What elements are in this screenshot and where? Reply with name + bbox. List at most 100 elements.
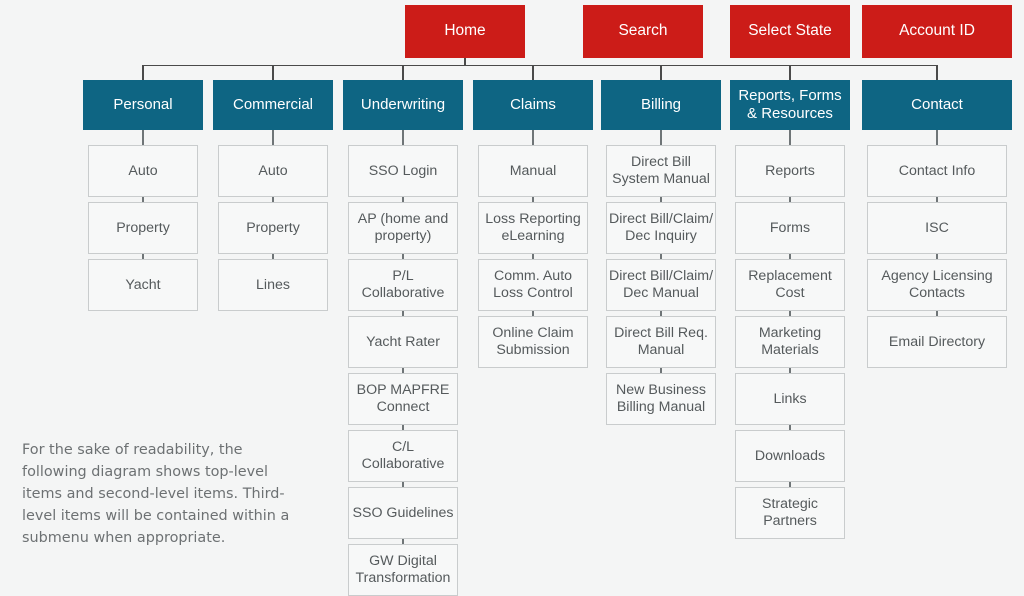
leaf-label: Strategic Partners — [762, 496, 818, 529]
connector-leaf-5-4 — [789, 368, 791, 373]
category-label: Billing — [640, 96, 682, 114]
connector-leaf-4-3 — [660, 311, 662, 316]
category-label: Personal — [113, 96, 173, 114]
leaf-box-2-1[interactable]: AP (home and property) — [348, 202, 458, 254]
leaf-label: Forms — [769, 219, 811, 236]
leaf-label: New Business Billing Manual — [616, 382, 706, 415]
connector-leaf-5-5 — [789, 425, 791, 430]
leaf-box-2-6[interactable]: SSO Guidelines — [348, 487, 458, 539]
connector-leaf-4-4 — [660, 368, 662, 373]
top-level-box-0[interactable]: Home — [405, 5, 525, 58]
leaf-box-3-0[interactable]: Manual — [478, 145, 588, 197]
leaf-label: Auto — [258, 162, 288, 179]
connector-leaf-5-2 — [789, 254, 791, 259]
leaf-box-3-1[interactable]: Loss Reporting eLearning — [478, 202, 588, 254]
leaf-label: Direct Bill/Claim/ Dec Manual — [608, 268, 714, 301]
connector-bus-to-category-5 — [789, 65, 791, 80]
leaf-box-2-3[interactable]: Yacht Rater — [348, 316, 458, 368]
top-level-box-2[interactable]: Select State — [730, 5, 850, 58]
connector-leaf-2-0 — [402, 130, 404, 145]
leaf-box-0-0[interactable]: Auto — [88, 145, 198, 197]
category-box-4[interactable]: Billing — [601, 80, 721, 130]
leaf-label: Comm. Auto Loss Control — [493, 268, 573, 301]
leaf-box-6-3[interactable]: Email Directory — [867, 316, 1007, 368]
leaf-label: Yacht — [125, 276, 161, 293]
leaf-box-4-4[interactable]: New Business Billing Manual — [606, 373, 716, 425]
leaf-box-2-7[interactable]: GW Digital Transformation — [348, 544, 458, 596]
leaf-label: Downloads — [754, 447, 826, 464]
connector-leaf-6-2 — [936, 254, 938, 259]
connector-leaf-2-4 — [402, 368, 404, 373]
leaf-box-5-6[interactable]: Strategic Partners — [735, 487, 845, 539]
leaf-label: Manual — [509, 162, 557, 179]
leaf-box-4-0[interactable]: Direct Bill System Manual — [606, 145, 716, 197]
leaf-box-1-2[interactable]: Lines — [218, 259, 328, 311]
connector-leaf-3-3 — [532, 311, 534, 316]
leaf-box-6-2[interactable]: Agency Licensing Contacts — [867, 259, 1007, 311]
category-box-6[interactable]: Contact — [862, 80, 1012, 130]
leaf-label: Direct Bill System Manual — [612, 154, 710, 187]
connector-bus-to-category-4 — [660, 65, 662, 80]
connector-leaf-2-5 — [402, 425, 404, 430]
connector-leaf-6-3 — [936, 311, 938, 316]
leaf-box-4-2[interactable]: Direct Bill/Claim/ Dec Manual — [606, 259, 716, 311]
leaf-box-5-3[interactable]: Marketing Materials — [735, 316, 845, 368]
top-level-label: Account ID — [899, 22, 975, 40]
connector-leaf-0-2 — [142, 254, 144, 259]
leaf-label: P/L Collaborative — [361, 268, 445, 301]
leaf-label: GW Digital Transformation — [355, 553, 451, 586]
leaf-label: Email Directory — [888, 333, 986, 350]
category-box-5[interactable]: Reports, Forms & Resources — [730, 80, 850, 130]
leaf-box-2-0[interactable]: SSO Login — [348, 145, 458, 197]
leaf-box-4-3[interactable]: Direct Bill Req. Manual — [606, 316, 716, 368]
connector-leaf-3-0 — [532, 130, 534, 145]
leaf-label: SSO Guidelines — [352, 504, 454, 521]
leaf-box-2-5[interactable]: C/L Collaborative — [348, 430, 458, 482]
category-box-3[interactable]: Claims — [473, 80, 593, 130]
connector-leaf-4-0 — [660, 130, 662, 145]
leaf-label: Property — [246, 219, 300, 236]
top-level-box-3[interactable]: Account ID — [862, 5, 1012, 58]
top-level-label: Search — [618, 22, 668, 40]
connector-leaf-5-1 — [789, 197, 791, 202]
leaf-box-6-0[interactable]: Contact Info — [867, 145, 1007, 197]
leaf-box-2-2[interactable]: P/L Collaborative — [348, 259, 458, 311]
category-label: Reports, Forms & Resources — [738, 87, 842, 122]
connector-leaf-5-0 — [789, 130, 791, 145]
connector-leaf-2-6 — [402, 482, 404, 487]
leaf-box-5-1[interactable]: Forms — [735, 202, 845, 254]
connector-leaf-1-0 — [272, 130, 274, 145]
leaf-label: AP (home and property) — [357, 211, 449, 244]
category-label: Claims — [510, 96, 556, 114]
leaf-label: Links — [773, 390, 807, 407]
leaf-box-2-4[interactable]: BOP MAPFRE Connect — [348, 373, 458, 425]
leaf-box-0-1[interactable]: Property — [88, 202, 198, 254]
leaf-box-4-1[interactable]: Direct Bill/Claim/ Dec Inquiry — [606, 202, 716, 254]
category-box-1[interactable]: Commercial — [213, 80, 333, 130]
category-box-2[interactable]: Underwriting — [343, 80, 463, 130]
connector-leaf-2-1 — [402, 197, 404, 202]
connector-leaf-6-1 — [936, 197, 938, 202]
connector-leaf-2-2 — [402, 254, 404, 259]
leaf-box-5-0[interactable]: Reports — [735, 145, 845, 197]
leaf-box-0-2[interactable]: Yacht — [88, 259, 198, 311]
connector-leaf-5-6 — [789, 482, 791, 487]
leaf-box-6-1[interactable]: ISC — [867, 202, 1007, 254]
category-label: Contact — [911, 96, 963, 114]
leaf-box-5-5[interactable]: Downloads — [735, 430, 845, 482]
leaf-box-5-4[interactable]: Links — [735, 373, 845, 425]
connector-leaf-6-0 — [936, 130, 938, 145]
leaf-box-3-2[interactable]: Comm. Auto Loss Control — [478, 259, 588, 311]
leaf-box-5-2[interactable]: Replacement Cost — [735, 259, 845, 311]
category-label: Commercial — [232, 96, 313, 114]
connector-leaf-2-7 — [402, 539, 404, 544]
leaf-box-3-3[interactable]: Online Claim Submission — [478, 316, 588, 368]
leaf-box-1-1[interactable]: Property — [218, 202, 328, 254]
category-box-0[interactable]: Personal — [83, 80, 203, 130]
leaf-box-1-0[interactable]: Auto — [218, 145, 328, 197]
connector-leaf-1-2 — [272, 254, 274, 259]
leaf-label: Agency Licensing Contacts — [881, 268, 993, 301]
top-level-label: Select State — [748, 22, 832, 40]
top-level-box-1[interactable]: Search — [583, 5, 703, 58]
